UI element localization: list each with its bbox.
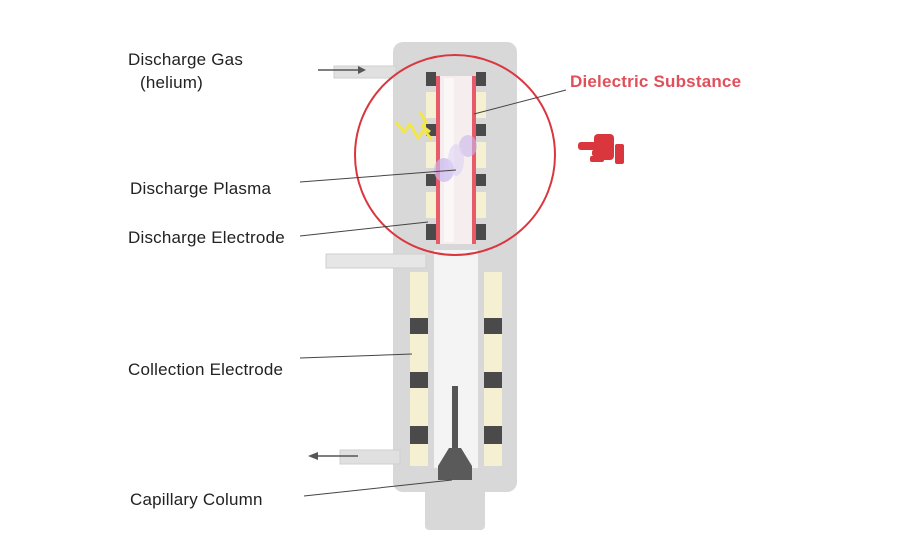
- gas-outlet-pipe: [339, 449, 401, 465]
- label-helium: (helium): [140, 73, 204, 92]
- inlet-arrow: [318, 66, 366, 74]
- collection-electrode-stack-right: [484, 272, 502, 466]
- discharge-electrode-stack-left: [426, 72, 436, 240]
- dielectric-wall-left: [436, 76, 440, 244]
- label-capillary-column: Capillary Column: [130, 490, 263, 509]
- leader-line-plasma: [299, 169, 457, 183]
- label-discharge-electrode: Discharge Electrode: [128, 228, 285, 247]
- leader-lines: [299, 89, 567, 497]
- plasma-glow: [434, 135, 477, 182]
- spark-icon: [394, 111, 434, 141]
- label-dielectric-substance: Dielectric Substance: [570, 72, 742, 91]
- dielectric-wall-right: [472, 76, 476, 244]
- outlet-arrow: [308, 452, 358, 460]
- pointing-hand-icon: [578, 134, 624, 164]
- capillary-column: [438, 386, 472, 480]
- leader-line-dielectric: [473, 89, 567, 115]
- collection-electrode-stack-left: [410, 272, 428, 466]
- leader-line-collection-electrode: [299, 353, 413, 359]
- label-discharge-plasma: Discharge Plasma: [130, 179, 272, 198]
- side-pipe: [325, 253, 427, 269]
- highlight-circle: [354, 54, 556, 256]
- column-fitting: [425, 485, 485, 530]
- discharge-electrode-stack-right: [476, 72, 486, 240]
- leader-line-capillary: [303, 479, 453, 497]
- leader-line-discharge-electrode: [299, 221, 429, 237]
- label-discharge-gas: Discharge Gas: [128, 50, 244, 69]
- gas-inlet-pipe: [333, 65, 397, 79]
- label-collection-electrode: Collection Electrode: [128, 360, 284, 379]
